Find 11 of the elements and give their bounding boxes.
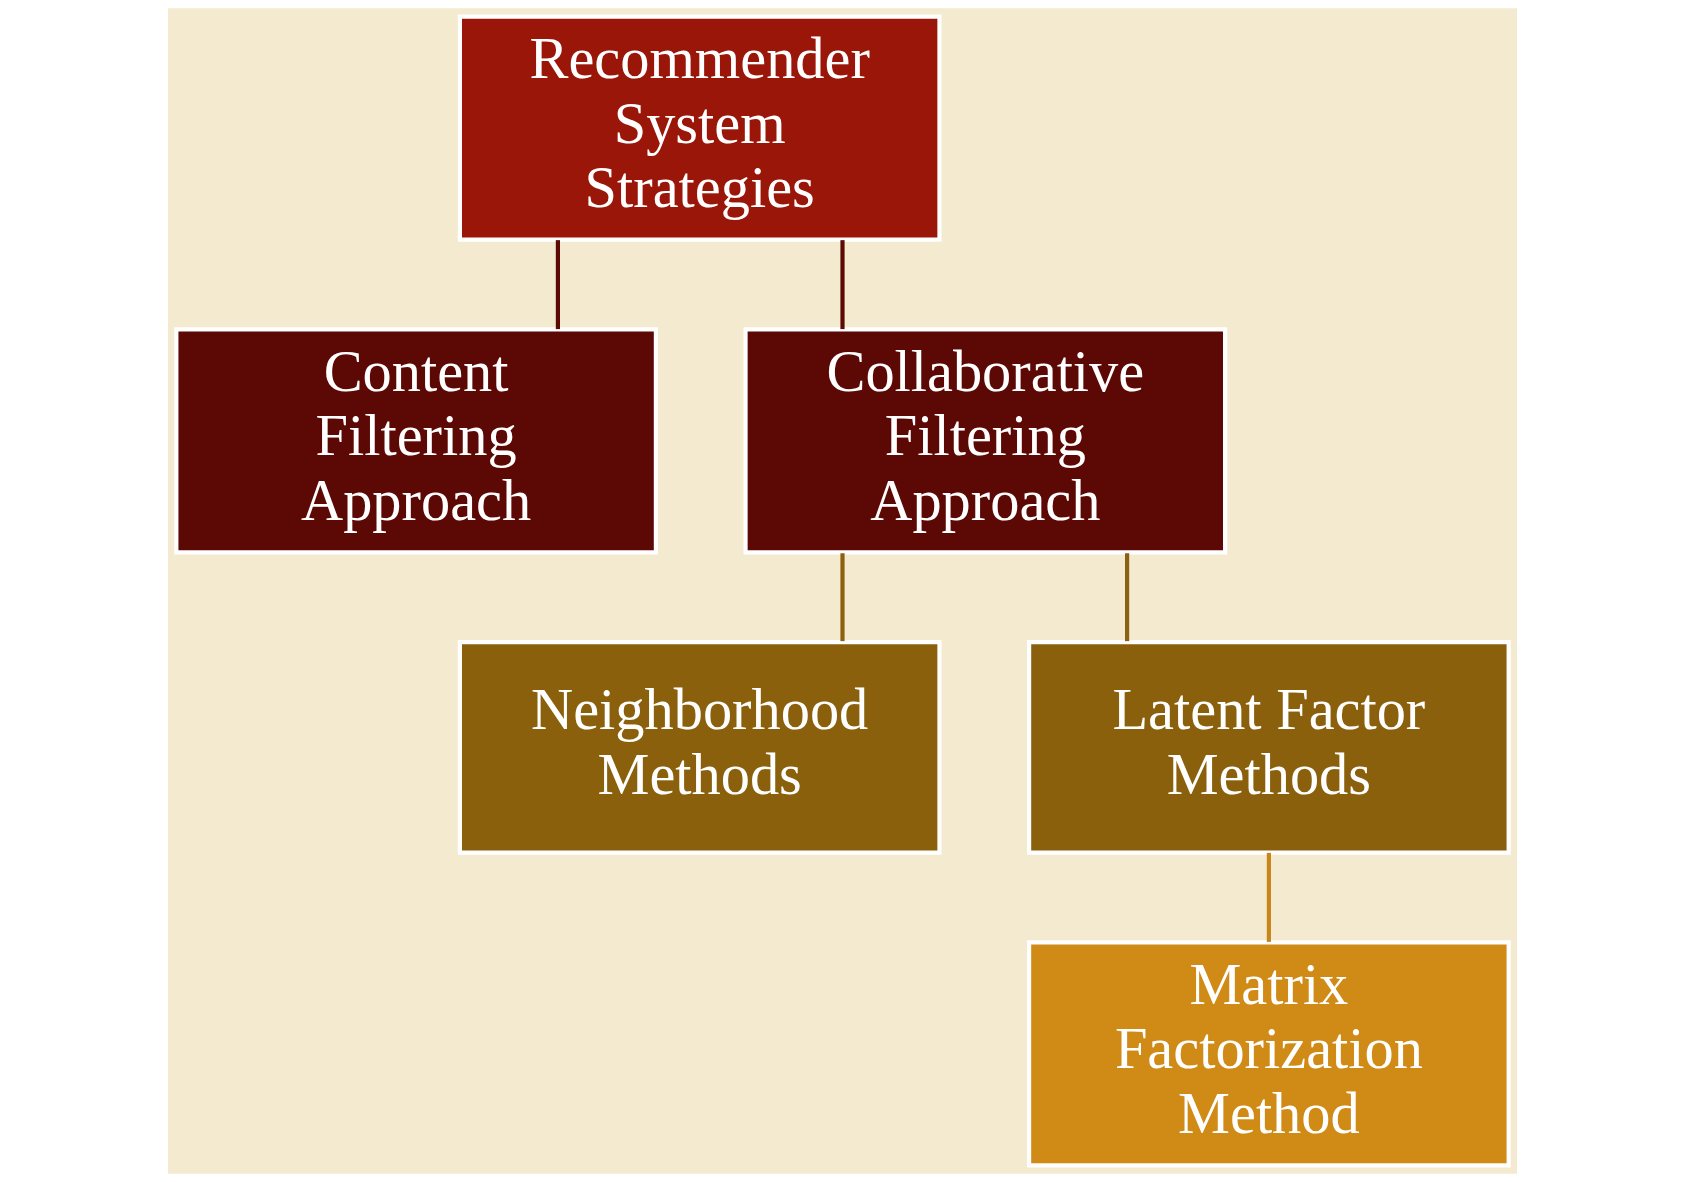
connector (1266, 852, 1271, 942)
node-box: Latent Factor Methods (1026, 640, 1511, 855)
connector (839, 240, 845, 330)
node-box: Collaborative Filtering Approach (742, 327, 1227, 555)
node-box: Matrix Factorization Method (1026, 940, 1511, 1168)
node-box: Content Filtering Approach (173, 327, 658, 555)
connector (555, 240, 560, 330)
connector (839, 553, 845, 642)
connector (1124, 553, 1129, 642)
node-box: Recommender System Strategies (457, 14, 942, 242)
node-box: Neighborhood Methods (457, 640, 942, 855)
